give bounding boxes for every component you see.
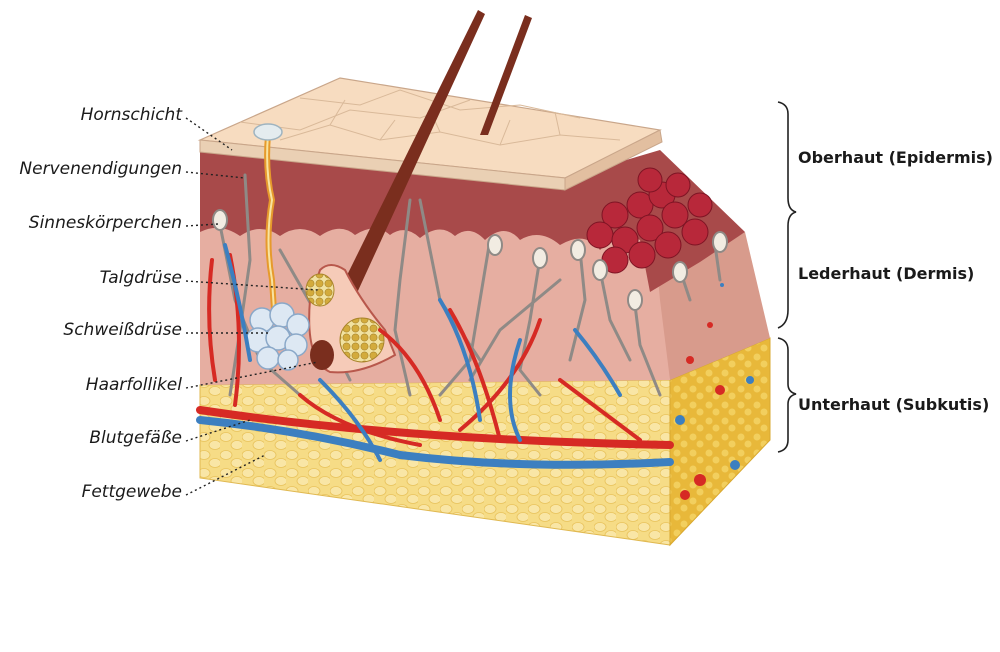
fat-layer-side [669, 337, 771, 547]
label-haarfollikel: Haarfollikel [85, 375, 182, 395]
vessel-cluster [586, 167, 713, 274]
hair-shaft-2 [480, 15, 532, 135]
label-talgdruese: Talgdrüse [99, 268, 182, 288]
leader-lines [185, 117, 319, 496]
sebaceous-gland-1 [305, 273, 335, 307]
layer-braces [777, 101, 797, 453]
label-blutgefaesse: Blutgefäße [89, 428, 182, 448]
hair-shaft-1 [312, 10, 485, 362]
layer-label-dermis: Lederhaut (Dermis) [798, 264, 975, 283]
label-nervenendigungen: Nervenendigungen [19, 159, 182, 179]
label-schweissdruese: Schweißdrüse [63, 320, 182, 340]
layer-label-subkutis: Unterhaut (Subkutis) [798, 395, 990, 414]
veins [196, 243, 674, 469]
dermis-side [650, 232, 770, 380]
label-sinneskoerperchen: Sinneskörperchen [28, 213, 182, 233]
layer-label-epidermis: Oberhaut (Epidermis) [798, 148, 993, 167]
side-vessel-dots [675, 283, 754, 500]
sensory-corpuscles [212, 209, 728, 311]
sebaceous-gland-2 [339, 317, 385, 363]
arteries [196, 253, 674, 449]
sweat-gland [245, 302, 310, 371]
label-hornschicht: Hornschicht [80, 105, 182, 125]
label-fettgewebe: Fettgewebe [81, 482, 182, 502]
epidermis-layer [200, 148, 745, 292]
